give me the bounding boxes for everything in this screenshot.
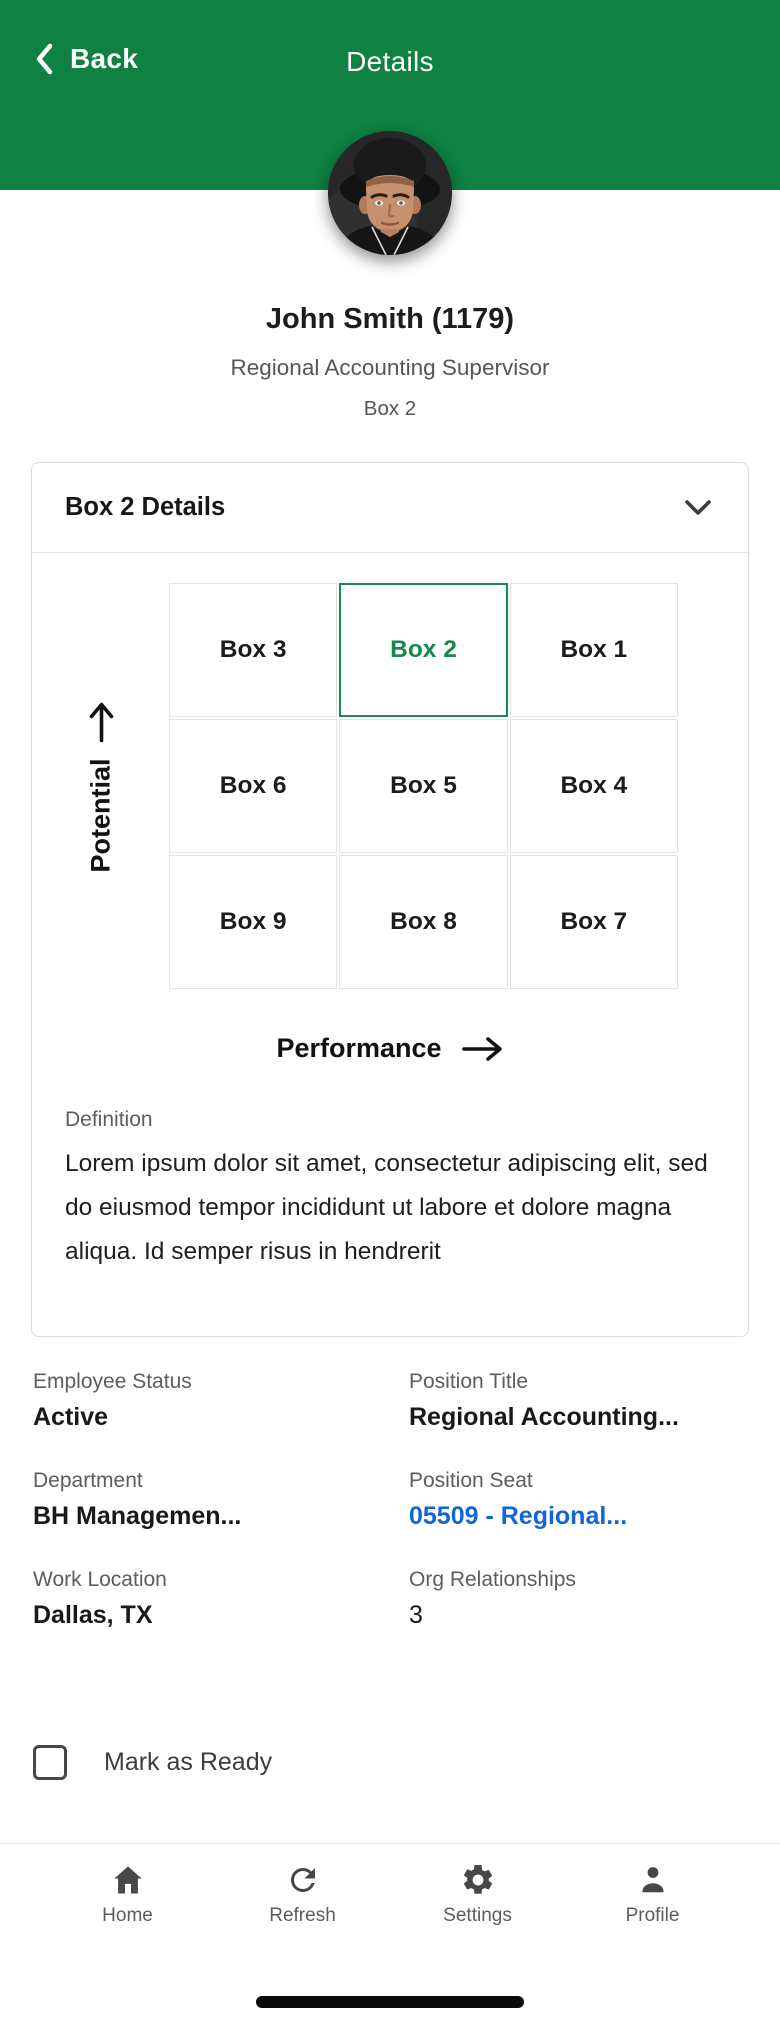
refresh-icon xyxy=(290,1868,315,1892)
matrix-cell-box-5[interactable]: Box 5 xyxy=(339,719,508,853)
employee-box-label: Box 2 xyxy=(363,397,417,420)
page-title: Details xyxy=(346,46,434,77)
chevron-down-icon xyxy=(685,499,711,515)
definition-section: Definition Lorem ipsum dolor sit amet, c… xyxy=(32,1064,748,1274)
matrix-cell-box-1[interactable]: Box 1 xyxy=(509,583,678,717)
field-label: Employee Status xyxy=(33,1370,192,1393)
matrix-cell-box-6[interactable]: Box 6 xyxy=(169,719,338,853)
field-work-location: Work Location Dallas, TX xyxy=(33,1568,409,1630)
x-axis: Performance xyxy=(32,1033,748,1064)
field-label: Position Title xyxy=(409,1370,529,1393)
card-title: Box 2 Details xyxy=(65,493,226,521)
nine-box-grid: Box 3 Box 2 Box 1 Box 6 Box 5 Box 4 Box … xyxy=(169,583,678,989)
y-axis-label: Potential xyxy=(85,757,116,873)
matrix-cell-box-9[interactable]: Box 9 xyxy=(169,855,338,989)
nav-label: Settings xyxy=(443,1905,512,1926)
definition-text: Lorem ipsum dolor sit amet, consectetur … xyxy=(65,1150,708,1265)
up-arrow-icon xyxy=(88,702,113,742)
y-axis: Potential xyxy=(32,583,169,989)
employee-fields: Employee Status Active Position Title Re… xyxy=(33,1370,750,1630)
box-details-card-header[interactable]: Box 2 Details xyxy=(32,463,748,553)
employee-name: John Smith (1179) xyxy=(265,303,515,335)
field-label: Position Seat xyxy=(409,1469,533,1492)
nav-label: Refresh xyxy=(269,1905,336,1926)
definition-label: Definition xyxy=(65,1108,153,1131)
matrix-cell-box-2-selected[interactable]: Box 2 xyxy=(339,583,508,717)
field-label: Department xyxy=(33,1469,143,1492)
bottom-navigation: Home Refresh Settings Profile xyxy=(0,1843,780,2022)
nav-item-home[interactable]: Home xyxy=(40,1862,215,1927)
nav-label: Profile xyxy=(625,1905,680,1926)
avatar-portrait xyxy=(328,131,452,255)
nav-label: Home xyxy=(102,1905,153,1926)
chevron-left-icon xyxy=(36,43,53,75)
back-label: Back xyxy=(70,43,139,74)
mark-as-ready-label: Mark as Ready xyxy=(104,1748,273,1776)
field-org-relationships: Org Relationships 3 xyxy=(409,1568,750,1630)
nav-item-refresh[interactable]: Refresh xyxy=(215,1862,390,1927)
field-label: Work Location xyxy=(33,1568,167,1591)
right-arrow-icon xyxy=(461,1036,502,1061)
matrix-cell-box-7[interactable]: Box 7 xyxy=(509,855,678,989)
mark-as-ready-checkbox[interactable] xyxy=(33,1745,67,1780)
person-icon xyxy=(642,1867,663,1893)
matrix-cell-box-3[interactable]: Box 3 xyxy=(169,583,338,717)
matrix-cell-box-8[interactable]: Box 8 xyxy=(339,855,508,989)
mark-as-ready-row[interactable]: Mark as Ready xyxy=(33,1745,272,1780)
nav-item-profile[interactable]: Profile xyxy=(565,1862,740,1927)
nav-item-settings[interactable]: Settings xyxy=(390,1862,565,1927)
position-seat-link[interactable]: 05509 - Regional... xyxy=(409,1502,628,1530)
box-details-card: Box 2 Details Potential Box 3 Box 2 Box … xyxy=(31,462,749,1337)
field-value: 3 xyxy=(409,1601,423,1629)
field-value: Dallas, TX xyxy=(33,1601,153,1629)
matrix-cell-box-4[interactable]: Box 4 xyxy=(509,719,678,853)
nine-box-matrix: Potential Box 3 Box 2 Box 1 Box 6 Box 5 … xyxy=(32,553,748,989)
field-label: Org Relationships xyxy=(409,1568,576,1591)
x-axis-label: Performance xyxy=(276,1033,442,1063)
home-indicator-bar[interactable] xyxy=(256,1996,524,2008)
field-value: Regional Accounting... xyxy=(409,1403,679,1431)
home-icon xyxy=(113,1866,142,1894)
field-employee-status: Employee Status Active xyxy=(33,1370,409,1432)
gear-icon xyxy=(463,1864,492,1894)
employee-job-title: Regional Accounting Supervisor xyxy=(230,355,550,380)
field-position-seat: Position Seat 05509 - Regional... xyxy=(409,1469,750,1531)
avatar xyxy=(328,131,452,255)
field-department: Department BH Managemen... xyxy=(33,1469,409,1531)
back-button[interactable]: Back xyxy=(34,42,138,76)
field-position-title: Position Title Regional Accounting... xyxy=(409,1370,750,1432)
field-value: Active xyxy=(33,1403,109,1431)
field-value: BH Managemen... xyxy=(33,1502,242,1530)
